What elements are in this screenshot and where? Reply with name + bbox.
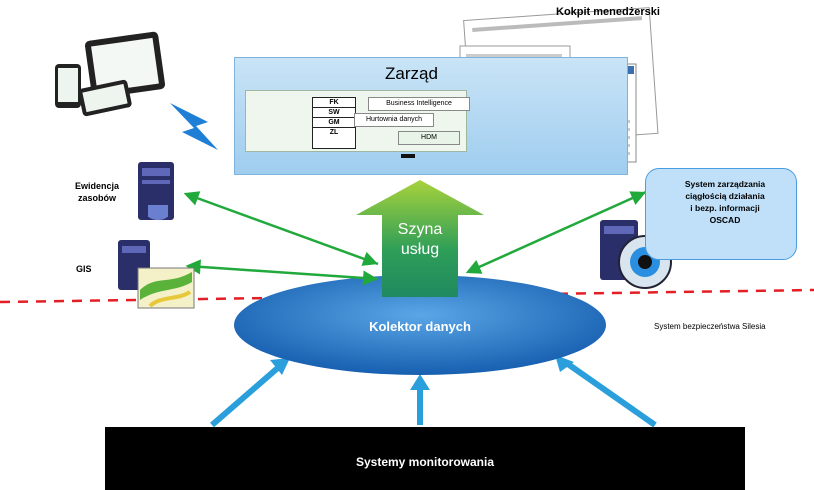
- board-inner-panel: FK SW GM ZL Business Intelligence Hurtow…: [245, 90, 470, 152]
- collector-label: Kolektor danych: [369, 319, 471, 334]
- dw-box: Hurtownia danych: [354, 113, 434, 127]
- server-gis-icon: [118, 240, 195, 309]
- oscad-line2: ciągłością działania: [685, 191, 765, 201]
- service-bus-arrow: [356, 180, 484, 297]
- lightning-icon: [170, 103, 218, 150]
- security-label: System bezpieczeństwa Silesia: [654, 322, 766, 331]
- hdm-box: HDM: [398, 131, 460, 145]
- module-gm: GM: [313, 118, 355, 128]
- gis-label: GIS: [76, 264, 92, 274]
- security-boundary-line: [0, 288, 814, 304]
- collector-ellipse: [234, 275, 606, 375]
- module-list: FK SW GM ZL: [312, 97, 356, 149]
- cockpit-title: Kokpit menedżerski: [556, 6, 660, 18]
- bus-label-line1: Szyna: [397, 221, 443, 238]
- oscad-line3: i bezp. informacji: [690, 203, 760, 213]
- board-panel: Zarząd FK SW GM ZL Business Intelligence…: [234, 57, 628, 175]
- board-title: Zarząd: [385, 64, 438, 83]
- arrow-head-left: [270, 358, 290, 375]
- bi-box: Business Intelligence: [368, 97, 470, 111]
- oscad-line1: System zarządzania: [684, 179, 766, 189]
- bus-label: Szyna usług: [382, 220, 458, 260]
- oscad-bubble: [645, 168, 797, 260]
- arrow-head-center: [410, 374, 430, 390]
- assets-label-text: Ewidencja zasobów: [74, 181, 119, 203]
- assets-label: Ewidencja zasobów: [62, 180, 132, 204]
- board-status-marks: [401, 154, 415, 158]
- bus-label-line2: usług: [400, 241, 440, 258]
- green-connectors: [183, 190, 647, 286]
- monitoring-label: Systemy monitorowania: [355, 455, 495, 469]
- monitoring-bar: [105, 427, 745, 490]
- oscad-line4: OSCAD: [709, 215, 741, 225]
- arrow-head-right: [555, 355, 574, 372]
- module-zl: ZL: [329, 129, 339, 136]
- oscad-label: System zarządzania ciągłością działania …: [660, 178, 790, 226]
- module-sw: SW: [313, 108, 355, 118]
- server-assets-icon: [138, 162, 174, 220]
- module-fk: FK: [313, 98, 355, 108]
- mobile-devices-icon: [55, 31, 166, 117]
- monitoring-arrows: [210, 359, 657, 428]
